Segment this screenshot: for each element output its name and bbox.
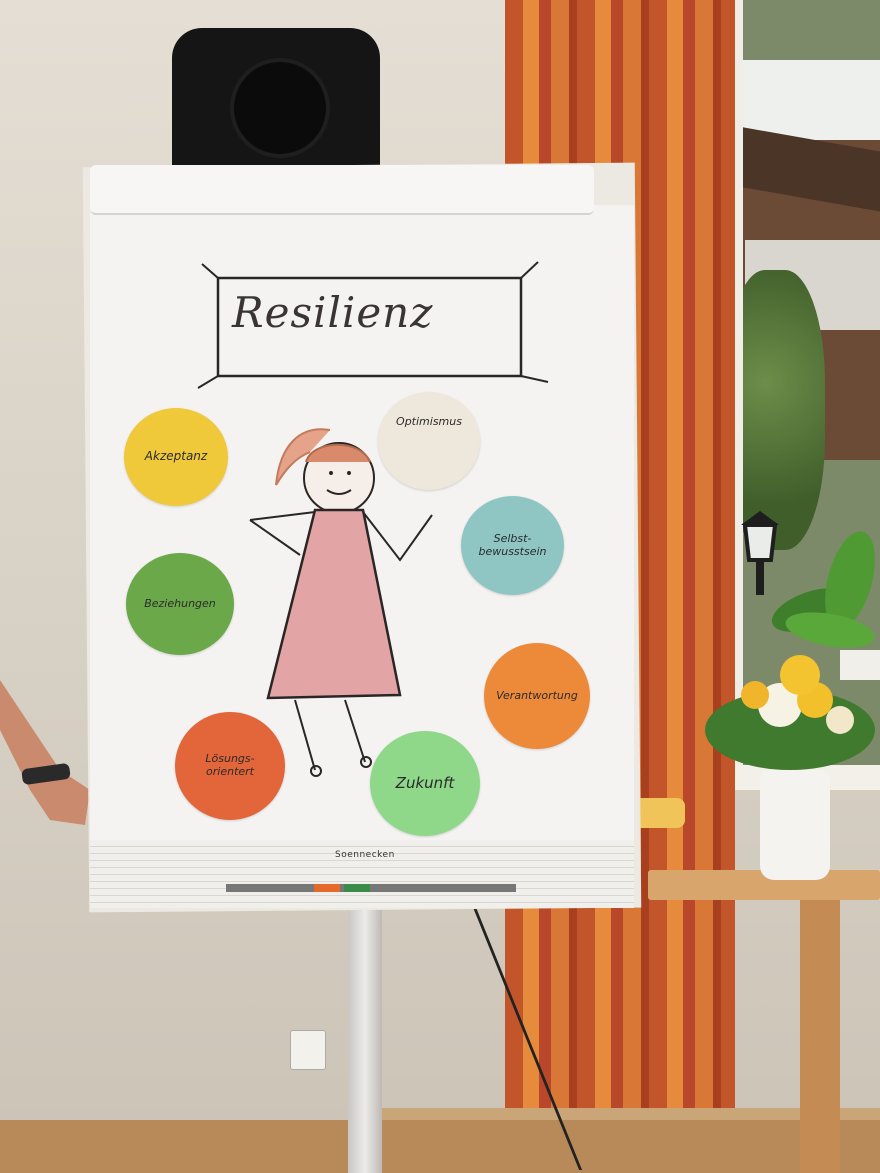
circle-label: Selbst-bewusstsein — [478, 531, 547, 558]
circle-akzeptanz: Akzeptanz — [124, 408, 228, 506]
paper-stack — [90, 840, 634, 908]
circle-loesungsorientert: Lösungs-orientert — [175, 712, 285, 820]
circle-beziehungen: Beziehungen — [126, 553, 234, 655]
flipchart-title: Resilienz — [232, 288, 434, 337]
flipchart-stand — [348, 905, 382, 1173]
speaker — [172, 28, 380, 170]
circle-label: Beziehungen — [144, 596, 216, 610]
circle-label: Akzeptanz — [144, 449, 208, 464]
marker-tray — [226, 884, 516, 892]
circle-verantwortung: Verantwortung — [484, 643, 590, 749]
flipchart-top-bar — [90, 165, 594, 215]
circle-optimismus: Optimismus — [378, 392, 480, 490]
vase — [760, 770, 830, 880]
circle-selbstbewusstsein: Selbst-bewusstsein — [461, 496, 564, 595]
circle-label: Optimismus — [396, 415, 462, 428]
window-frame — [735, 0, 743, 790]
marker-green — [344, 884, 370, 892]
circle-label: Zukunft — [395, 773, 455, 792]
flower-bouquet-icon — [705, 655, 875, 770]
street-lamp-icon — [741, 511, 779, 595]
stick-figure — [249, 428, 433, 777]
table-leg — [800, 900, 840, 1173]
marker-orange — [314, 884, 340, 892]
circle-label: Verantwortung — [496, 688, 578, 702]
baseboard — [380, 1108, 880, 1122]
speaker-cone — [230, 58, 330, 158]
circle-zukunft: Zukunft — [370, 731, 480, 836]
brand-label: Soennecken — [335, 850, 395, 860]
person-arm — [0, 680, 90, 825]
tree — [735, 270, 825, 550]
potted-plant-icon — [771, 531, 880, 680]
power-socket-icon — [290, 1030, 326, 1070]
window — [735, 0, 880, 790]
floor — [0, 1120, 880, 1173]
circle-label: Lösungs-orientert — [205, 752, 255, 778]
